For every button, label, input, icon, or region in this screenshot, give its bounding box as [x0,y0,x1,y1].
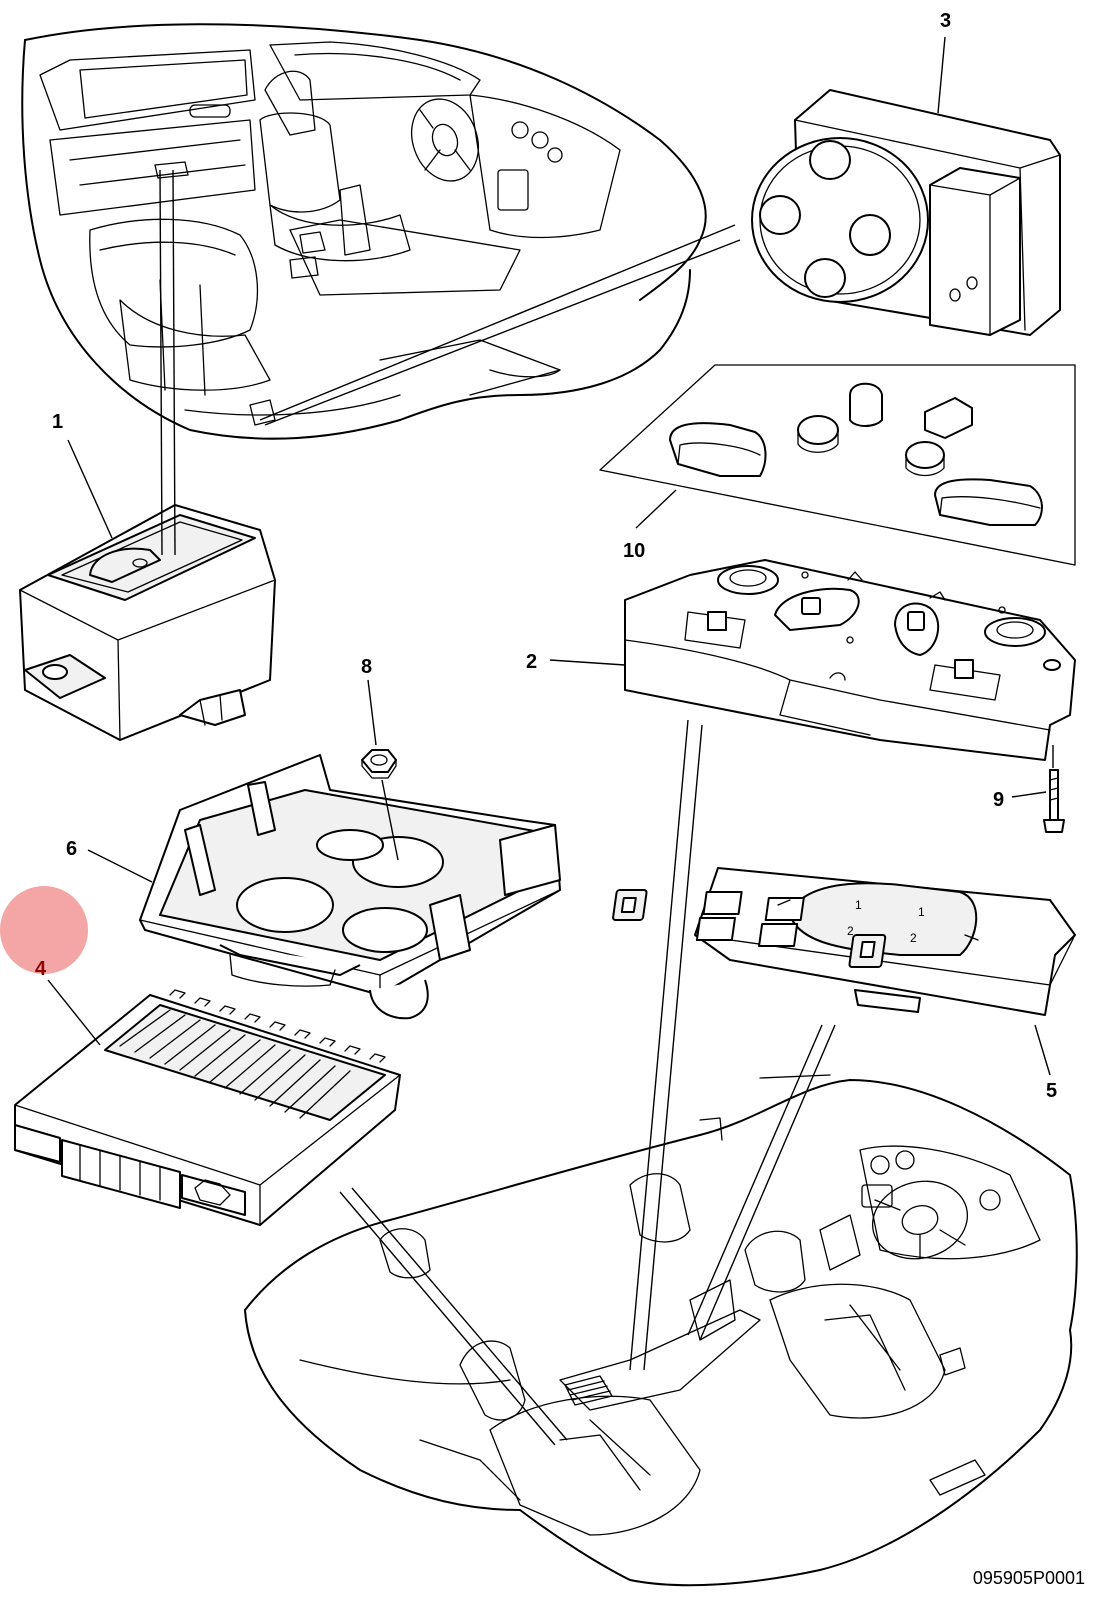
callout-2: 2 [526,651,537,673]
svg-text:1: 1 [918,905,925,919]
part-5-seat-switch-panel: 1 2 1 2 [612,867,1076,1016]
callout-3: 3 [940,10,951,32]
svg-text:2: 2 [910,931,917,945]
callout-9: 9 [993,789,1004,811]
part-2-console-panel [624,559,1076,761]
callout-1: 1 [52,411,63,433]
callout-6: 6 [66,838,77,860]
car-interior-bottom-illustration [244,1074,1078,1587]
part-3-switch-module [751,89,1061,336]
svg-text:2: 2 [847,924,854,938]
callout-4: 4 [35,958,47,980]
module-connector-pins [169,989,386,1063]
part-9-screw [1043,769,1065,833]
callout-10: 10 [623,540,645,562]
svg-text:1: 1 [855,898,862,912]
car-interior-top-illustration [21,23,707,440]
callout-8: 8 [361,656,372,678]
leader-lines [47,36,1054,1446]
highlight-marker [0,886,88,974]
part-4-control-module [14,989,401,1226]
part-8-nut [361,749,397,779]
part-1-window-switch [19,504,276,741]
part-6-mounting-bracket [139,754,561,1020]
callout-5: 5 [1046,1080,1057,1102]
drawing-code: 095905P0001 [973,1568,1085,1588]
part-10-knob-kit [599,364,1076,566]
